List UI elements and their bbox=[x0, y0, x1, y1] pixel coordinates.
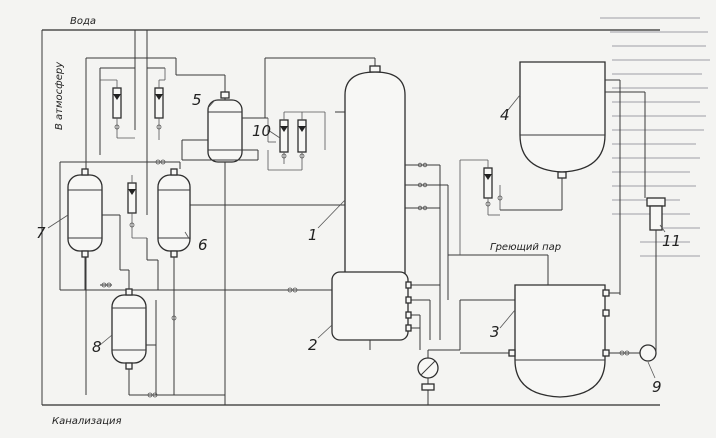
label-3: 3 bbox=[490, 323, 500, 341]
leader-lines bbox=[47, 94, 666, 379]
rotameter-left bbox=[100, 79, 135, 139]
label-5: 5 bbox=[192, 91, 202, 109]
equipment-9-pump bbox=[639, 344, 657, 362]
water-label: Вода bbox=[70, 16, 96, 27]
label-10: 10 bbox=[252, 122, 271, 140]
rotameter-right bbox=[154, 68, 166, 140]
equipment-7-separator bbox=[59, 159, 180, 290]
label-2: 2 bbox=[308, 336, 318, 354]
pump-circle bbox=[417, 299, 520, 405]
rotameter-middle bbox=[127, 175, 147, 239]
label-4: 4 bbox=[500, 106, 510, 124]
label-9: 9 bbox=[652, 378, 662, 396]
label-7: 7 bbox=[36, 224, 46, 242]
label-1: 1 bbox=[308, 226, 318, 244]
equipment-10-rotameters bbox=[267, 111, 326, 171]
label-6: 6 bbox=[198, 236, 208, 254]
equipment-2-reboiler bbox=[60, 271, 441, 350]
equipment-8-vessel bbox=[100, 269, 225, 398]
sewer-label: Канализация bbox=[52, 416, 122, 427]
label-11: 11 bbox=[662, 232, 681, 250]
equipment-6-separator bbox=[146, 159, 345, 395]
atmosphere-label: В атмосферу bbox=[54, 61, 65, 130]
equipment-3-tank bbox=[460, 255, 640, 398]
label-8: 8 bbox=[92, 338, 102, 356]
bleed-through-text bbox=[600, 17, 710, 257]
equipment-5-heat-exchanger bbox=[181, 75, 268, 405]
equipment-11-sensor bbox=[646, 197, 666, 345]
rotameter-column bbox=[459, 159, 503, 255]
steam-label: Греющий пар bbox=[490, 242, 561, 253]
equipment-1-column bbox=[264, 57, 449, 300]
equipment-4-tank bbox=[500, 61, 646, 295]
